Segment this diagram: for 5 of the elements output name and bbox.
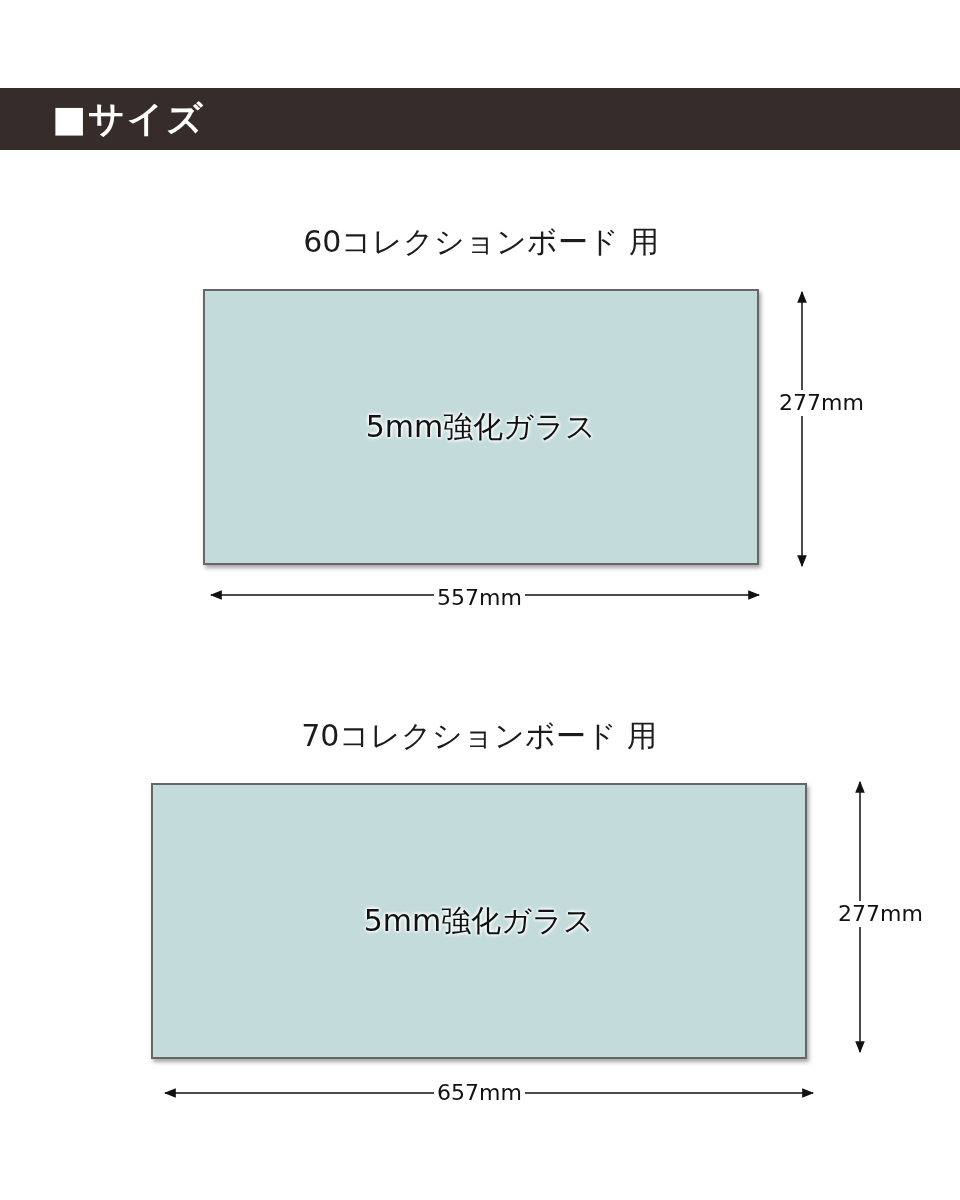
panel-heading: 60コレクションボード 用: [302, 223, 660, 261]
panel-heading: 70コレクションボード 用: [300, 717, 658, 755]
panel-label: 5mm強化ガラス: [365, 407, 597, 446]
section-title: ■サイズ: [52, 97, 205, 141]
panel-label: 5mm強化ガラス: [363, 901, 595, 940]
